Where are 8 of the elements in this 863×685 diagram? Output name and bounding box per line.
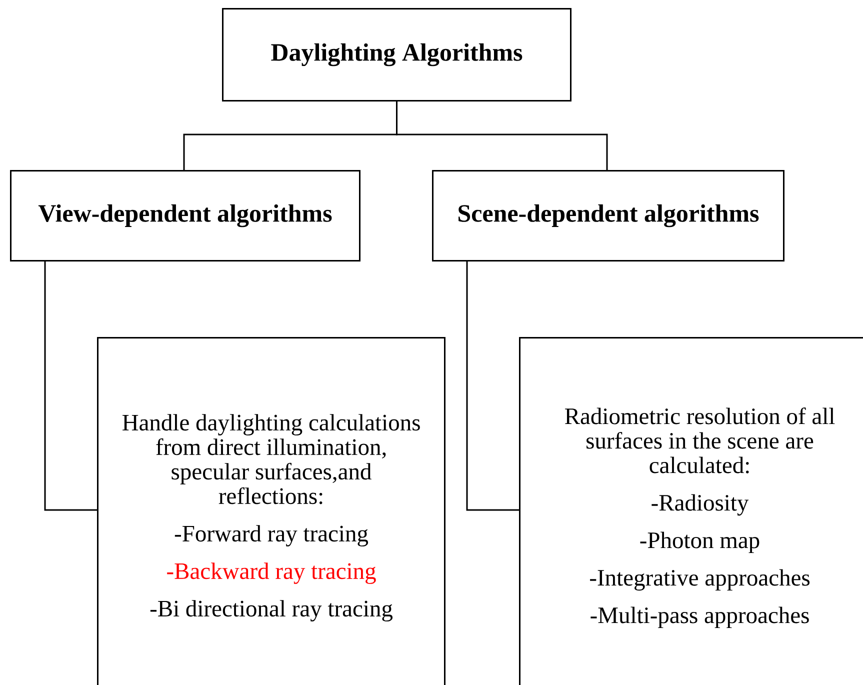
description-box: Handle daylighting calculations from direct illumination, specular surfaces,and reflections: -Forward ray tracing -Backward ray tracing -Bi directional ray tracing xyxy=(97,337,446,685)
heading-box: Daylighting Algorithms xyxy=(222,8,572,102)
description-box: Radiometric resolution of all surfaces in the scene are calculated: -Radiosity -Photon map -Integrative approaches -Multi-pass approaches xyxy=(519,337,863,685)
heading-box: View-dependent algorithms xyxy=(10,170,360,262)
connector-line xyxy=(44,262,97,511)
connector-line xyxy=(396,102,608,170)
connector-line xyxy=(466,262,519,511)
heading-box: Scene-dependent algorithms xyxy=(432,170,784,262)
